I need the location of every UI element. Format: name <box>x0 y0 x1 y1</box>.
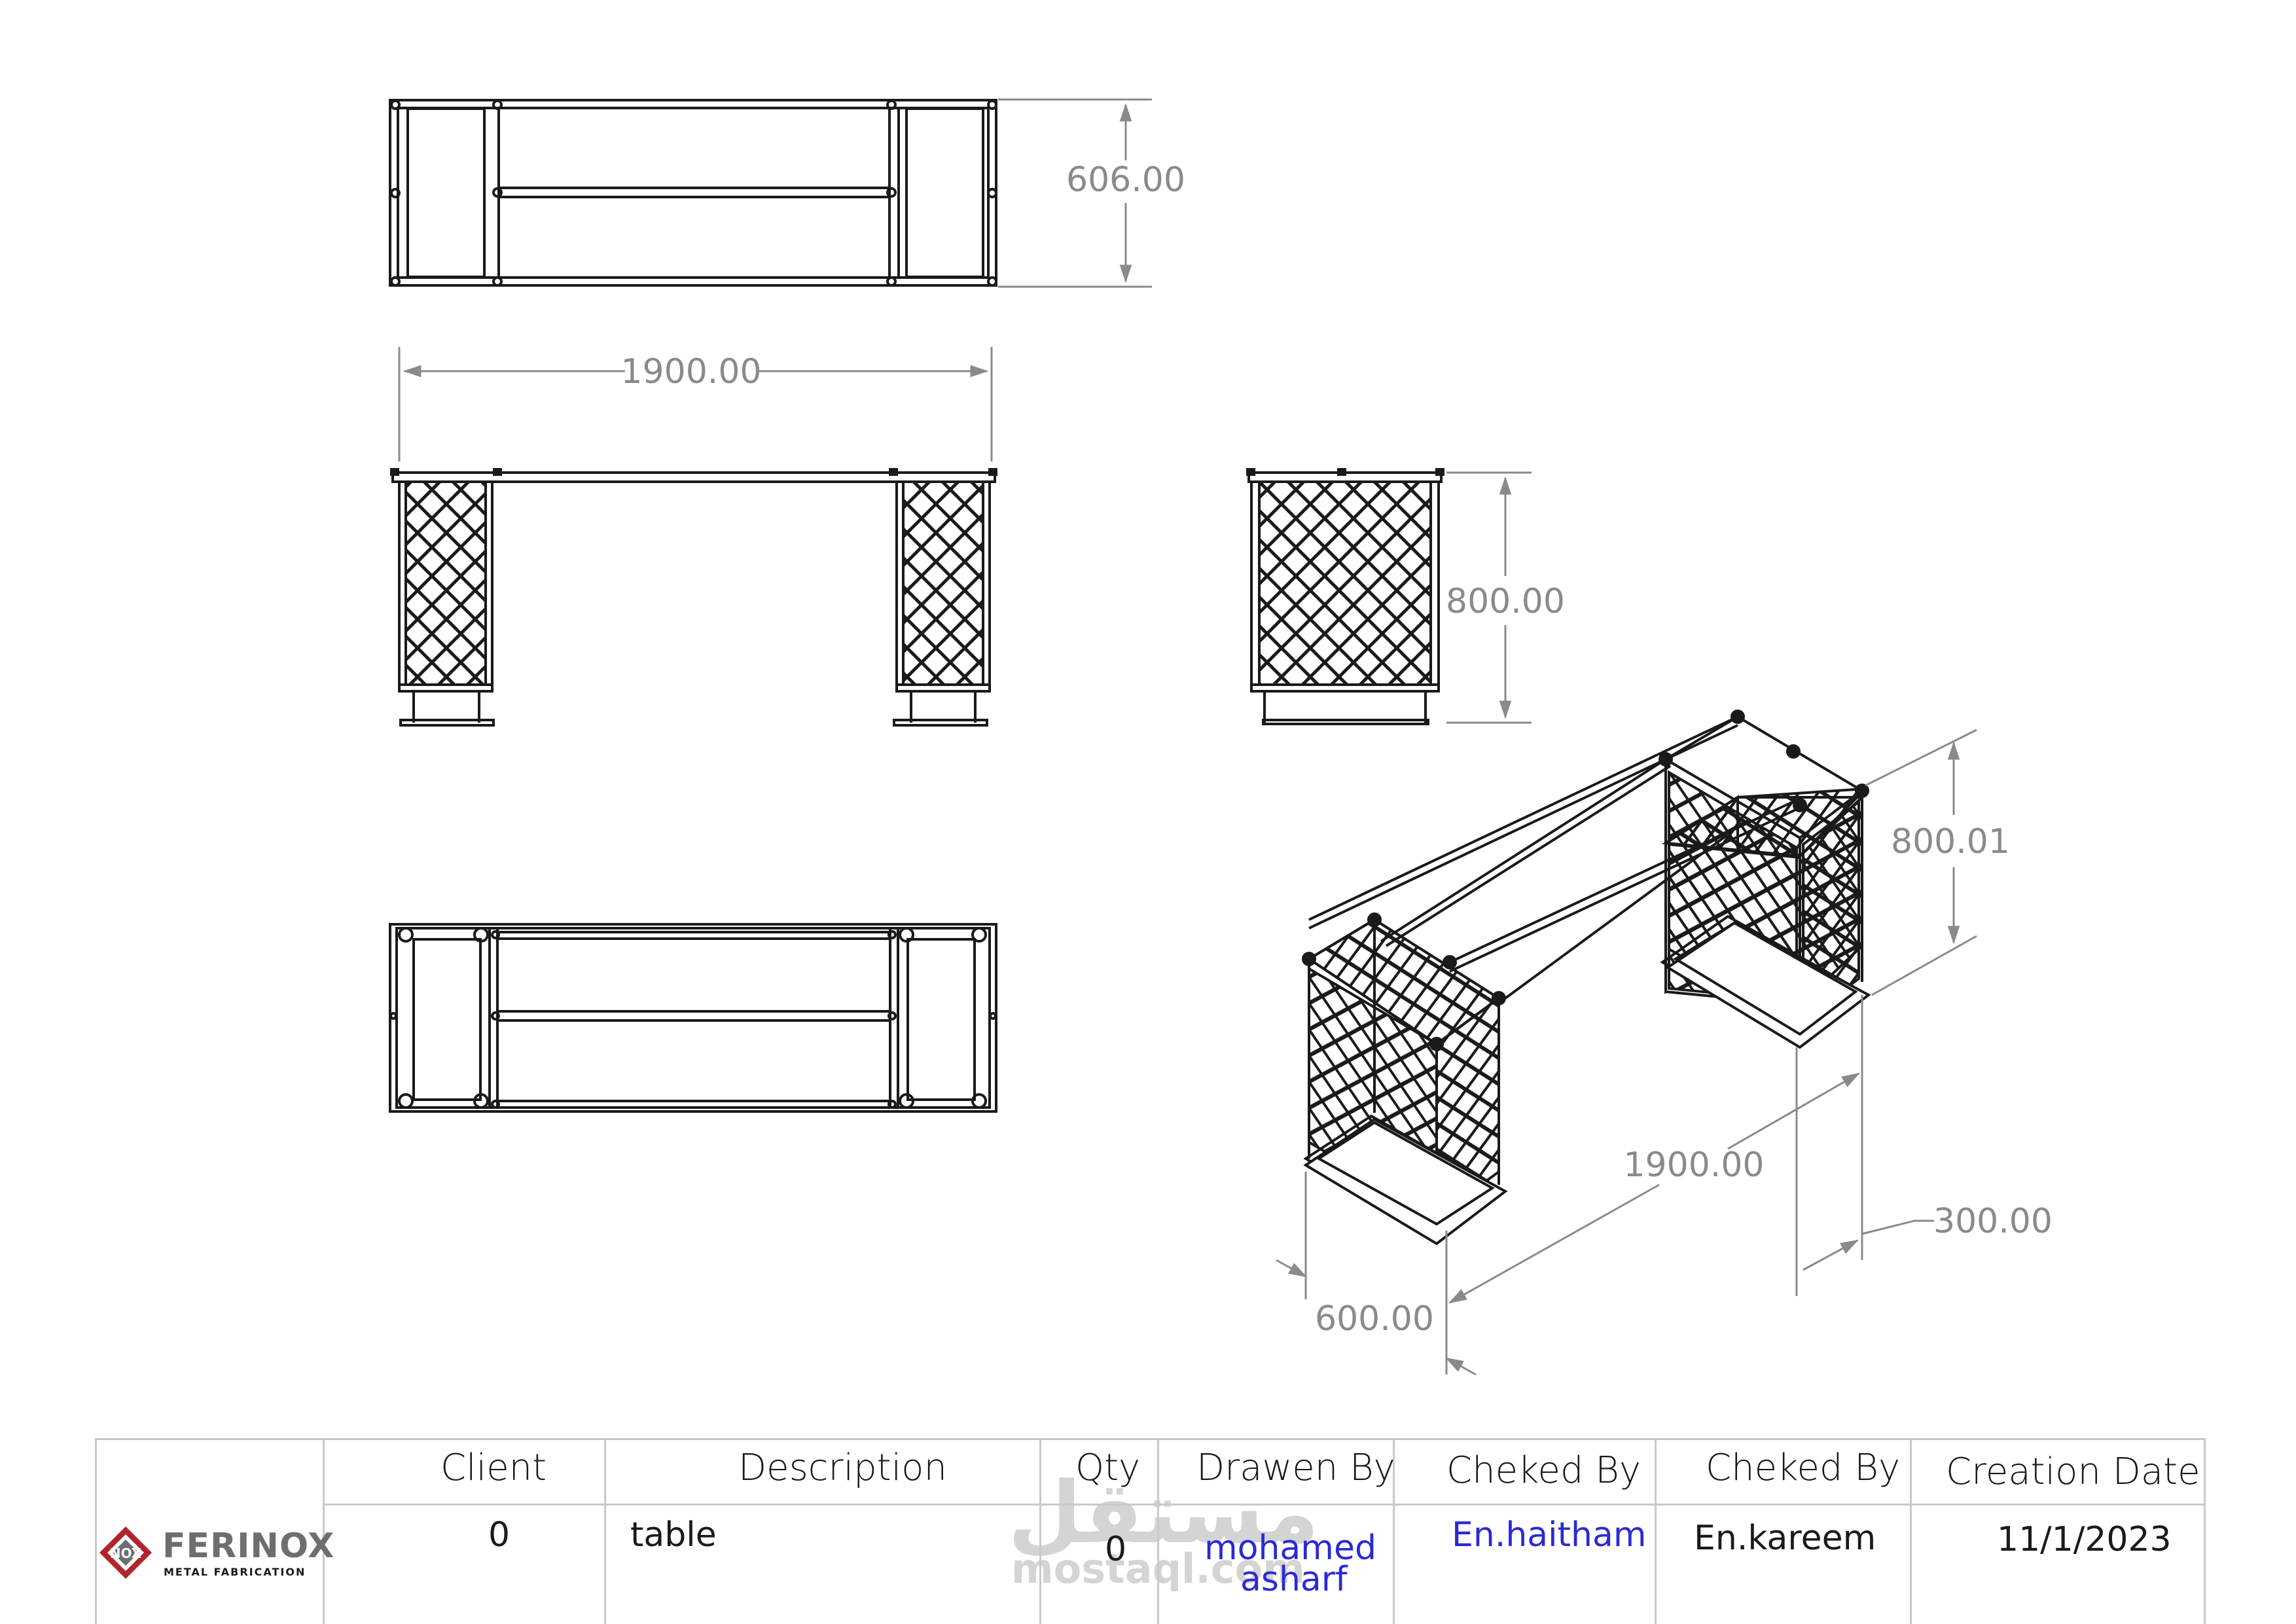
logo-mark-text: NOX <box>110 1545 142 1561</box>
header-client: Client <box>440 1447 547 1489</box>
front-view-dimension <box>398 347 993 461</box>
dim-iso-width: 600.00 <box>1315 1299 1434 1339</box>
header-checked-by-2: Cheked By <box>1706 1447 1901 1489</box>
bottom-view <box>389 923 997 1113</box>
isometric-dimensions <box>1276 729 1977 1376</box>
dim-iso-base-offset: 300.00 <box>1933 1202 2053 1241</box>
dim-side-view-height: 800.00 <box>1446 582 1565 621</box>
title-block: Client Description Qty Drawen By Cheked … <box>95 1438 2206 1624</box>
header-creation-date: Creation Date <box>1946 1451 2200 1493</box>
dim-iso-height: 800.01 <box>1891 822 2010 861</box>
dim-iso-length: 1900.00 <box>1623 1146 1764 1185</box>
value-checked-by-1: En.haitham <box>1452 1515 1647 1555</box>
logo-name: FERINOX <box>162 1526 335 1566</box>
value-client: 0 <box>488 1515 511 1555</box>
side-view-dimension <box>1446 471 1532 724</box>
top-view <box>389 99 997 287</box>
ferinox-logo: NOX FERINOX METAL FABRICATION <box>98 1525 334 1584</box>
front-view <box>390 468 997 727</box>
isometric-view <box>1302 710 1871 1246</box>
value-description: table <box>630 1515 717 1555</box>
header-drawn-by: Drawen By <box>1196 1447 1395 1489</box>
logo-tagline: METAL FABRICATION <box>164 1566 306 1578</box>
header-qty: Qty <box>1075 1447 1141 1489</box>
value-drawn-by-line1: mohamed <box>1204 1528 1376 1568</box>
header-description: Description <box>738 1447 947 1489</box>
value-creation-date: 11/1/2023 <box>1997 1520 2172 1559</box>
dim-front-view-length: 1900.00 <box>620 352 761 391</box>
dim-top-view-depth: 606.00 <box>1066 160 1185 200</box>
value-qty: 0 <box>1105 1530 1127 1569</box>
watermark-arabic: مستقل <box>1008 1463 1319 1562</box>
value-drawn-by-line2: asharf <box>1240 1560 1348 1599</box>
value-checked-by-2: En.kareem <box>1694 1519 1876 1558</box>
top-view-dimension <box>998 98 1152 288</box>
header-checked-by-1: Cheked By <box>1446 1449 1641 1492</box>
logo-mark-icon: NOX <box>99 1526 152 1579</box>
side-view <box>1246 468 1444 725</box>
